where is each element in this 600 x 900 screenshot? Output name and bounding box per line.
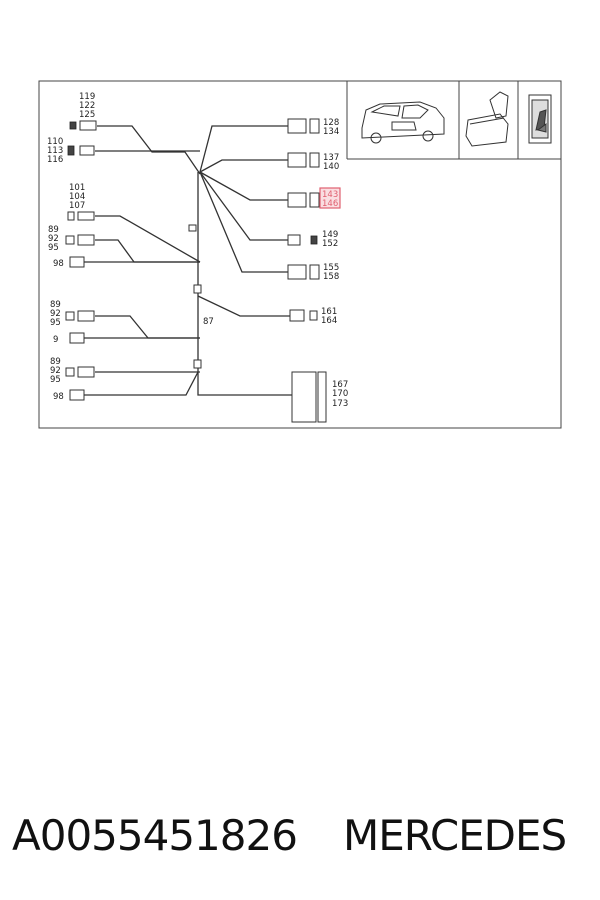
label-98a: 98 [53, 259, 64, 269]
connector-110 [67, 145, 95, 156]
label-87: 87 [203, 317, 214, 327]
label-92c: 92 [50, 366, 61, 376]
label-155: 155 [323, 263, 339, 273]
label-113: 113 [47, 146, 63, 156]
connector-128 [287, 118, 320, 134]
connector-98a [69, 256, 85, 268]
label-95c: 95 [50, 375, 61, 385]
label-137: 137 [323, 153, 339, 163]
label-173: 173 [332, 399, 348, 409]
connector-155 [287, 264, 320, 280]
wiring-diagram-svg: 119 122 125 110 113 116 101 104 107 89 9… [38, 80, 562, 429]
seat-icon [465, 91, 509, 147]
label-152: 152 [322, 239, 338, 249]
label-140: 140 [323, 162, 339, 172]
label-89b: 89 [50, 300, 61, 310]
connector-89c [65, 366, 95, 378]
part-number: A0055451826 [12, 810, 298, 860]
connector-167 [291, 371, 327, 423]
connector-137 [287, 152, 320, 168]
label-164: 164 [321, 316, 337, 326]
connector-101 [67, 211, 95, 221]
label-149: 149 [322, 230, 338, 240]
wiring-diagram: 119 122 125 110 113 116 101 104 107 89 9… [38, 80, 562, 429]
label-92b: 92 [50, 309, 61, 319]
label-119: 119 [79, 92, 95, 102]
label-101: 101 [69, 183, 85, 193]
label-128: 128 [323, 118, 339, 128]
connector-143 [287, 192, 320, 208]
label-134: 134 [323, 127, 339, 137]
label-146: 146 [322, 199, 338, 209]
label-104: 104 [69, 192, 85, 202]
label-95b: 95 [50, 318, 61, 328]
label-125: 125 [79, 110, 95, 120]
label-170: 170 [332, 389, 348, 399]
label-107: 107 [69, 201, 85, 211]
connector-89a [65, 234, 95, 246]
label-98c: 98 [53, 392, 64, 402]
label-143: 143 [322, 190, 338, 200]
label-92a: 92 [48, 234, 59, 244]
connector-161 [289, 309, 318, 322]
label-158: 158 [323, 272, 339, 282]
connector-119 [69, 120, 97, 131]
wire-harness [84, 125, 292, 396]
connector-149 [287, 234, 318, 246]
seat-switch-icon [528, 94, 552, 144]
label-167: 167 [332, 380, 348, 390]
car-icon [361, 101, 445, 144]
label-95a: 95 [48, 243, 59, 253]
label-110: 110 [47, 137, 63, 147]
connector-98c [69, 389, 85, 401]
label-89a: 89 [48, 225, 59, 235]
highlight-box [319, 187, 341, 209]
label-122: 122 [79, 101, 95, 111]
label-116: 116 [47, 155, 63, 165]
diagram-frame [38, 80, 562, 429]
footer: A0055451826 MERCEDES [0, 800, 600, 870]
connector-98b [69, 332, 85, 344]
label-89c: 89 [50, 357, 61, 367]
label-98b: 9 [53, 335, 58, 345]
connector-89b [65, 310, 95, 322]
brand-name: MERCEDES [342, 810, 567, 860]
label-161: 161 [321, 307, 337, 317]
